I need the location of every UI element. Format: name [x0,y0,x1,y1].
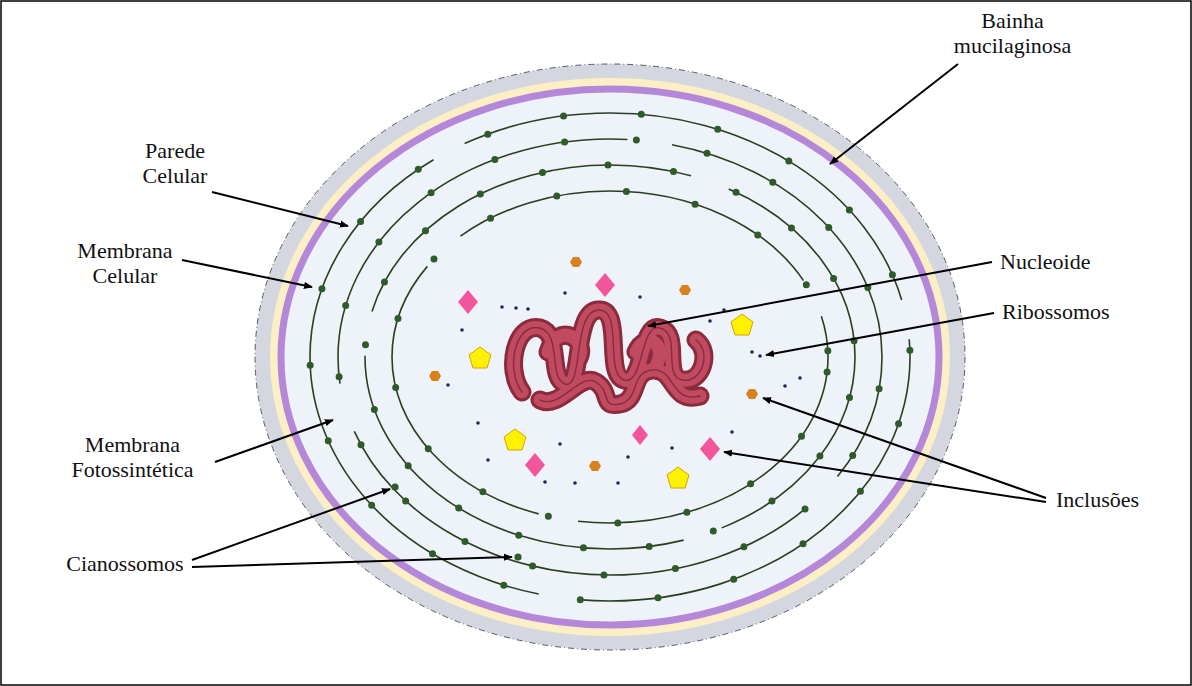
leader-line [212,192,348,226]
leader-line [192,489,390,560]
inclusion [746,389,758,399]
inclusions-pentagon [469,314,753,488]
ribosome [460,328,464,332]
membrane-arc [338,139,882,575]
part-label: Bainha mucilaginosa [940,8,1085,58]
ribosome [526,307,530,311]
inclusion [570,257,582,267]
inclusion [504,429,526,450]
membrane-arc [392,191,828,523]
leader-line [648,262,992,326]
inclusion [595,273,615,297]
ribosome [730,430,734,434]
nucleoid-strand [514,310,704,405]
nucleoid-fill [514,310,704,405]
ribosome [638,295,642,299]
cyanosome [391,483,398,490]
leader-line [192,557,512,567]
part-label: Membrana Fotossintética [55,432,210,482]
ribosome [543,480,547,484]
leader-line [215,420,333,462]
inclusion [469,347,491,368]
ribosome [573,481,577,485]
inclusion [731,314,753,335]
ribosome [486,458,490,462]
inclusion [667,467,689,488]
cyanosomes [310,113,910,601]
inclusion [458,290,478,314]
part-label: Nucleoide [1000,249,1150,274]
cyanosome [514,553,521,560]
inclusion [679,285,691,295]
ribosome [798,376,802,380]
leader-line [830,64,958,164]
ribosome [563,291,567,295]
inclusions-hexagon [429,257,758,471]
cell-membrane [281,89,939,625]
membrane-arc [310,113,910,601]
nucleoid-outline [514,310,704,405]
ribosome [500,305,504,309]
ribosome [750,350,754,354]
leader-lines [182,64,1046,567]
membrane-arc [365,165,855,549]
inclusion [525,453,545,477]
ribosome [670,446,674,450]
part-label: Cianossomos [40,551,210,576]
inclusion [589,461,601,471]
ribosome [476,421,480,425]
ribosome [626,455,630,459]
ribosome [446,383,450,387]
leader-line [182,260,312,287]
leader-line [763,398,1046,498]
ribosome [758,354,762,358]
inclusions-diamond [458,273,720,477]
cyanosome-dots [338,139,882,575]
part-label: Membrana Celular [65,238,185,288]
cyanosome-dots [365,165,855,549]
cyanosome-dots [310,113,910,601]
inclusion [700,437,720,461]
nucleoid [514,310,704,405]
part-label: Inclusões [1056,487,1181,512]
leader-line [724,452,1046,502]
ribosome [708,319,712,323]
photosynthetic-membranes [310,113,910,601]
inclusion [429,371,441,381]
ribosome [783,384,787,388]
part-label: Parede Celular [120,138,230,188]
inclusion [632,425,648,445]
leader-line [766,313,994,355]
ribosome [616,481,620,485]
cell-wall [270,78,950,636]
cyanosome-dots [392,191,828,523]
ribosome [514,306,518,310]
ribosome [558,442,562,446]
part-label: Ribossomos [1002,299,1162,324]
